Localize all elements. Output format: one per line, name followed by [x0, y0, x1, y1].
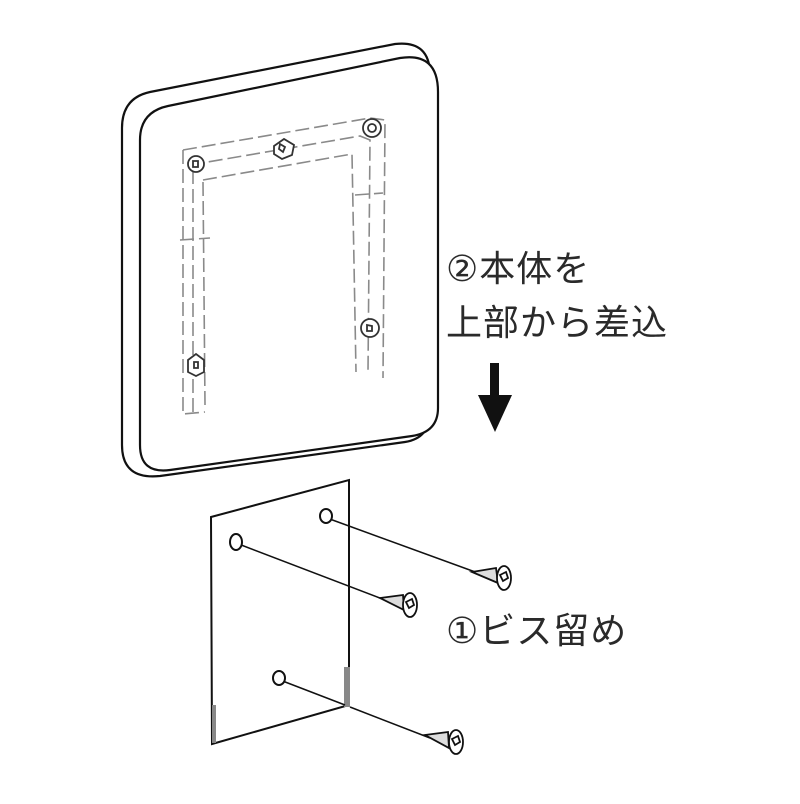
step-2-label-line-1: ②本体を: [446, 249, 591, 290]
plate-screw-holes: [229, 508, 333, 686]
main-body: [120, 42, 440, 478]
frame-screw-holes: [187, 118, 382, 378]
screw-guide-lines: [235, 517, 479, 739]
step-1-label: ①ビス留め: [446, 611, 628, 652]
arrow-down-icon: [478, 363, 512, 432]
step-2-label-line-2: 上部から差込: [446, 303, 669, 344]
screw-icon: [422, 729, 464, 755]
screw-icon: [468, 565, 512, 591]
screw-icon: [376, 592, 418, 618]
